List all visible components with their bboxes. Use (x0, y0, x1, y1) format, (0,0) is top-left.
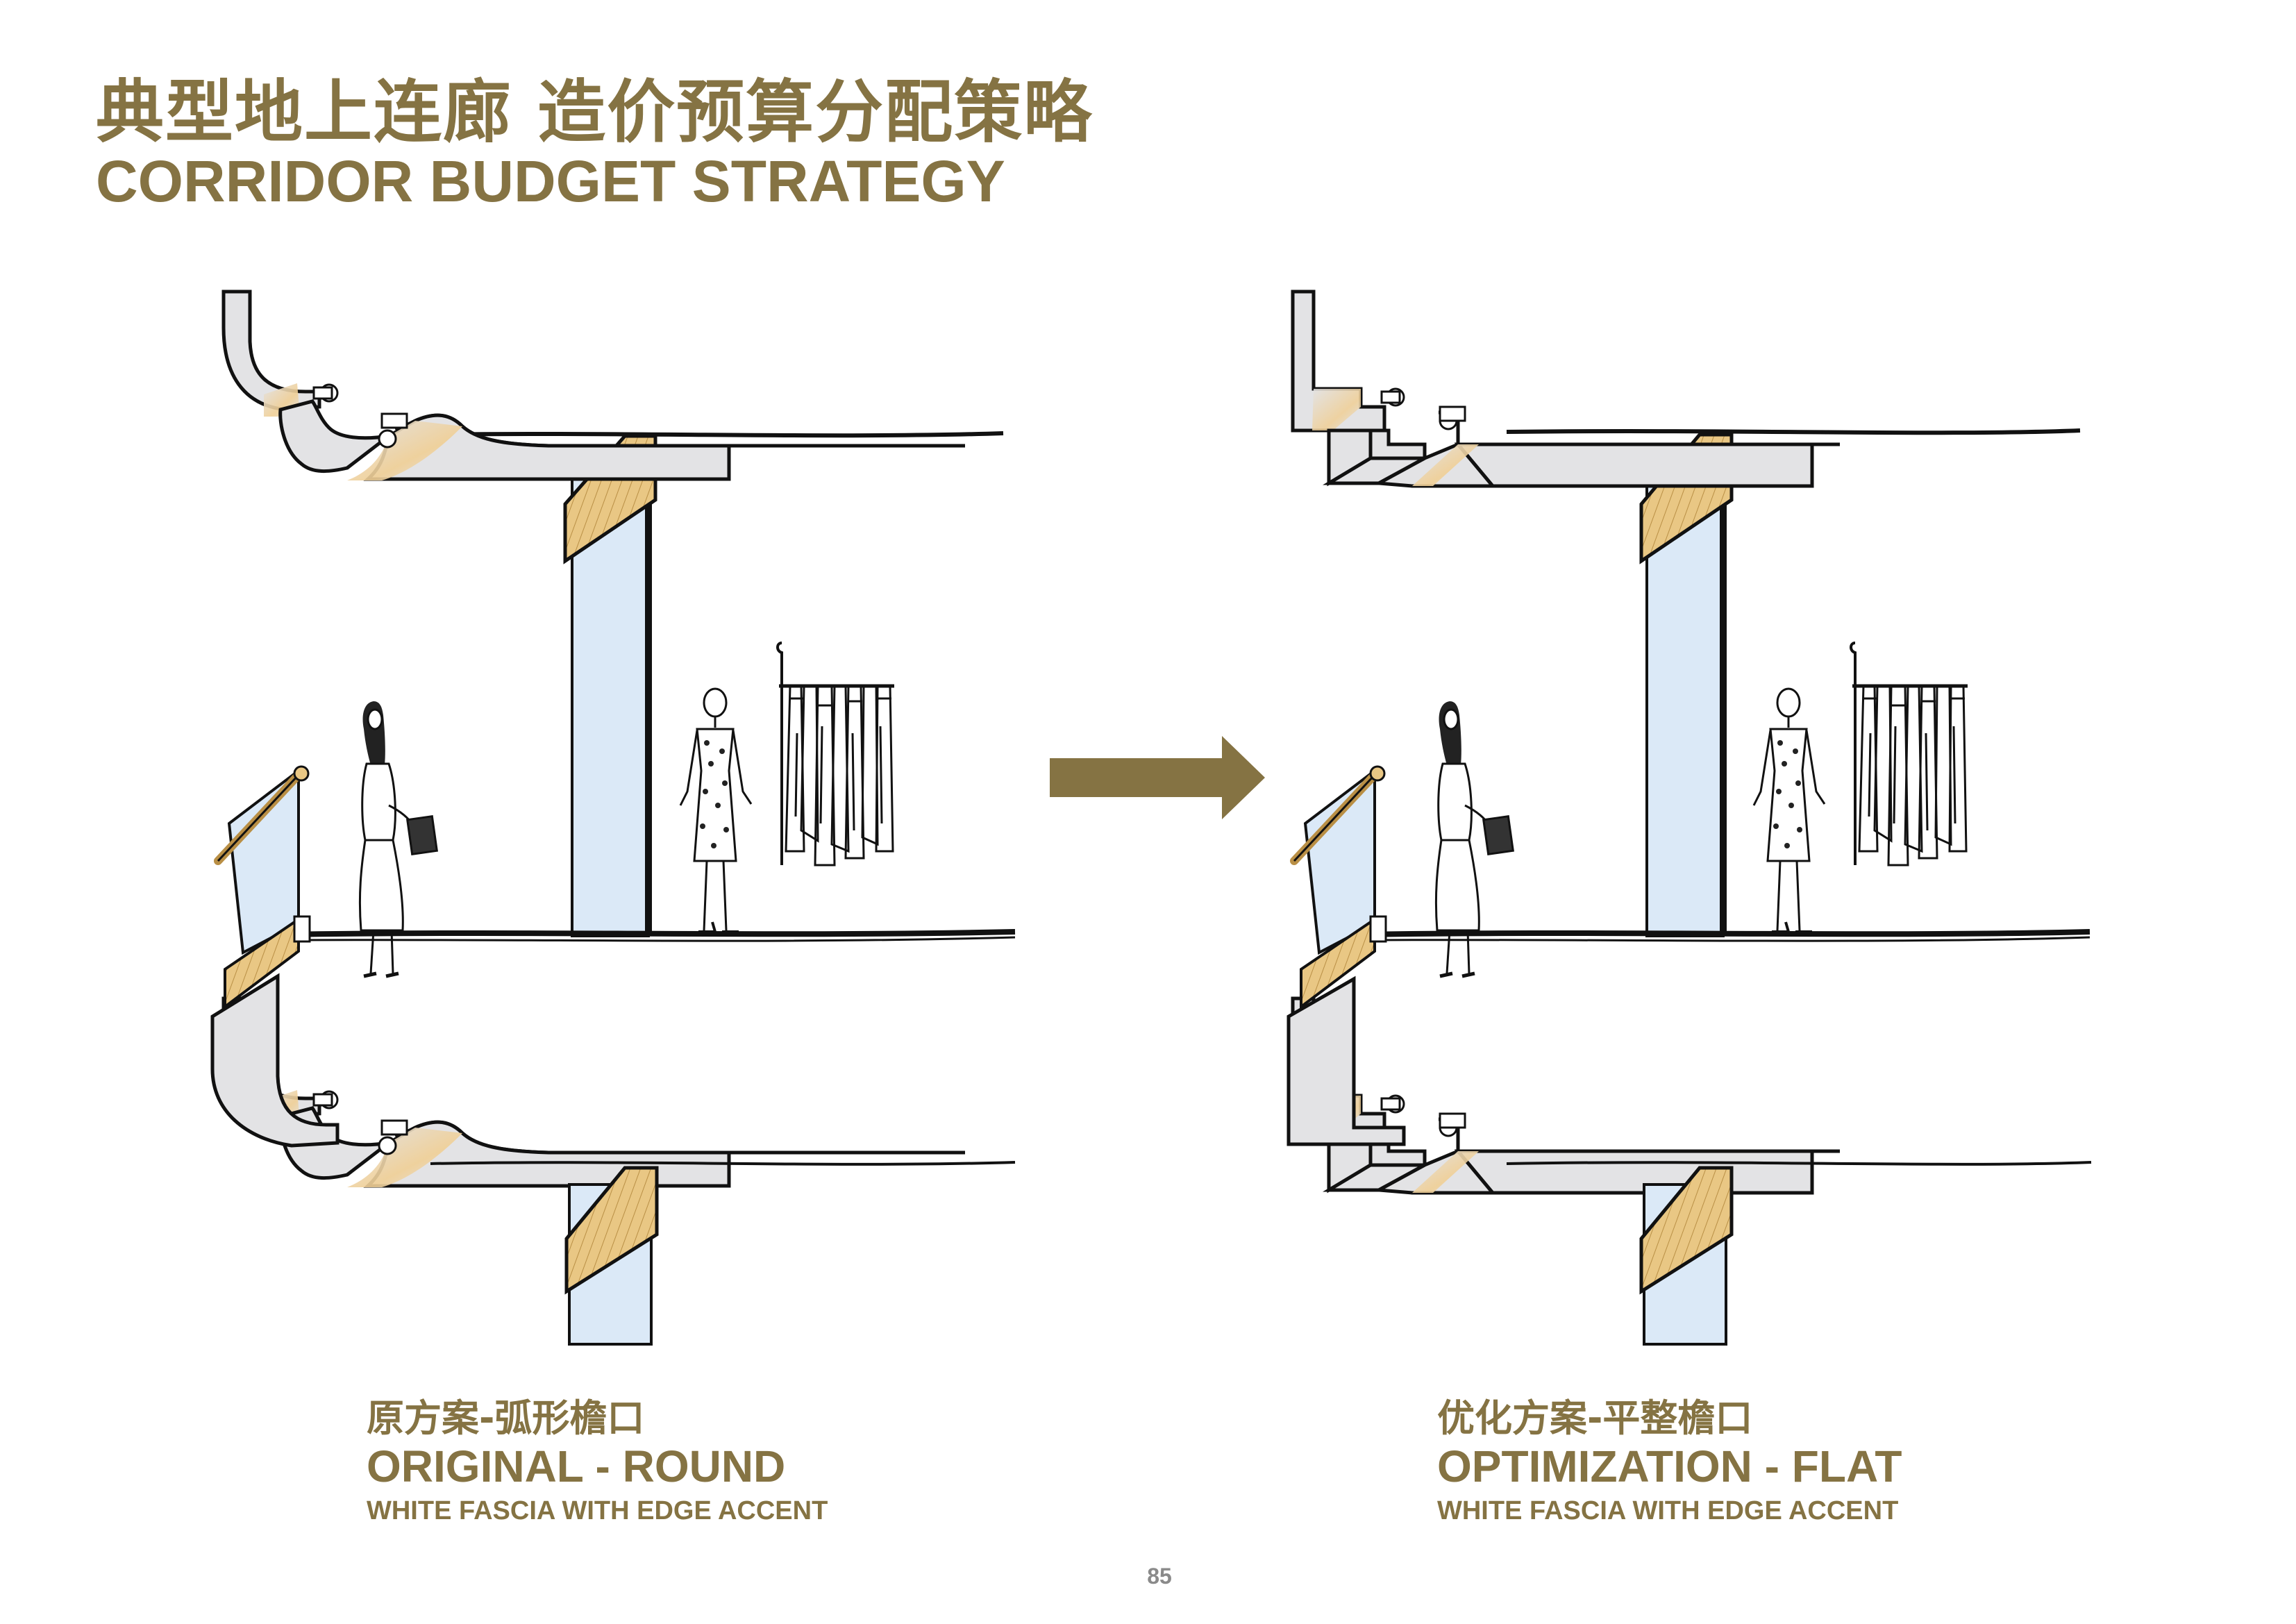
right-arrow-icon (1050, 736, 1265, 819)
page-number: 85 (1147, 1564, 1172, 1589)
left-caption: 原方案-弧形檐口 ORIGINAL - ROUND WHITE FASCIA W… (367, 1396, 828, 1527)
page-header: 典型地上连廊 造价预算分配策略 CORRIDOR BUDGET STRATEGY (96, 75, 1093, 212)
page-title-english: CORRIDOR BUDGET STRATEGY (96, 149, 1005, 214)
section-optimization-flat (1287, 292, 2092, 1346)
section-original-round (210, 292, 1016, 1346)
right-caption: 优化方案-平整檐口 OPTIMIZATION - FLAT WHITE FASC… (1437, 1396, 1902, 1527)
left-caption-subtitle: WHITE FASCIA WITH EDGE ACCENT (367, 1496, 828, 1525)
right-caption-english: OPTIMIZATION - FLAT (1437, 1441, 1902, 1491)
page-title-chinese: 典型地上连廊 造价预算分配策略 (96, 73, 1093, 152)
right-caption-chinese: 优化方案-平整檐口 (1437, 1396, 1753, 1440)
left-caption-english: ORIGINAL - ROUND (367, 1441, 786, 1491)
mannequin-icon (679, 687, 753, 933)
left-caption-chinese: 原方案-弧形檐口 (367, 1396, 645, 1440)
mannequin-icon (1752, 687, 1826, 933)
right-caption-subtitle: WHITE FASCIA WITH EDGE ACCENT (1437, 1496, 1899, 1525)
clothes-rack-icon (1851, 643, 1968, 865)
clothes-rack-icon (778, 643, 894, 865)
